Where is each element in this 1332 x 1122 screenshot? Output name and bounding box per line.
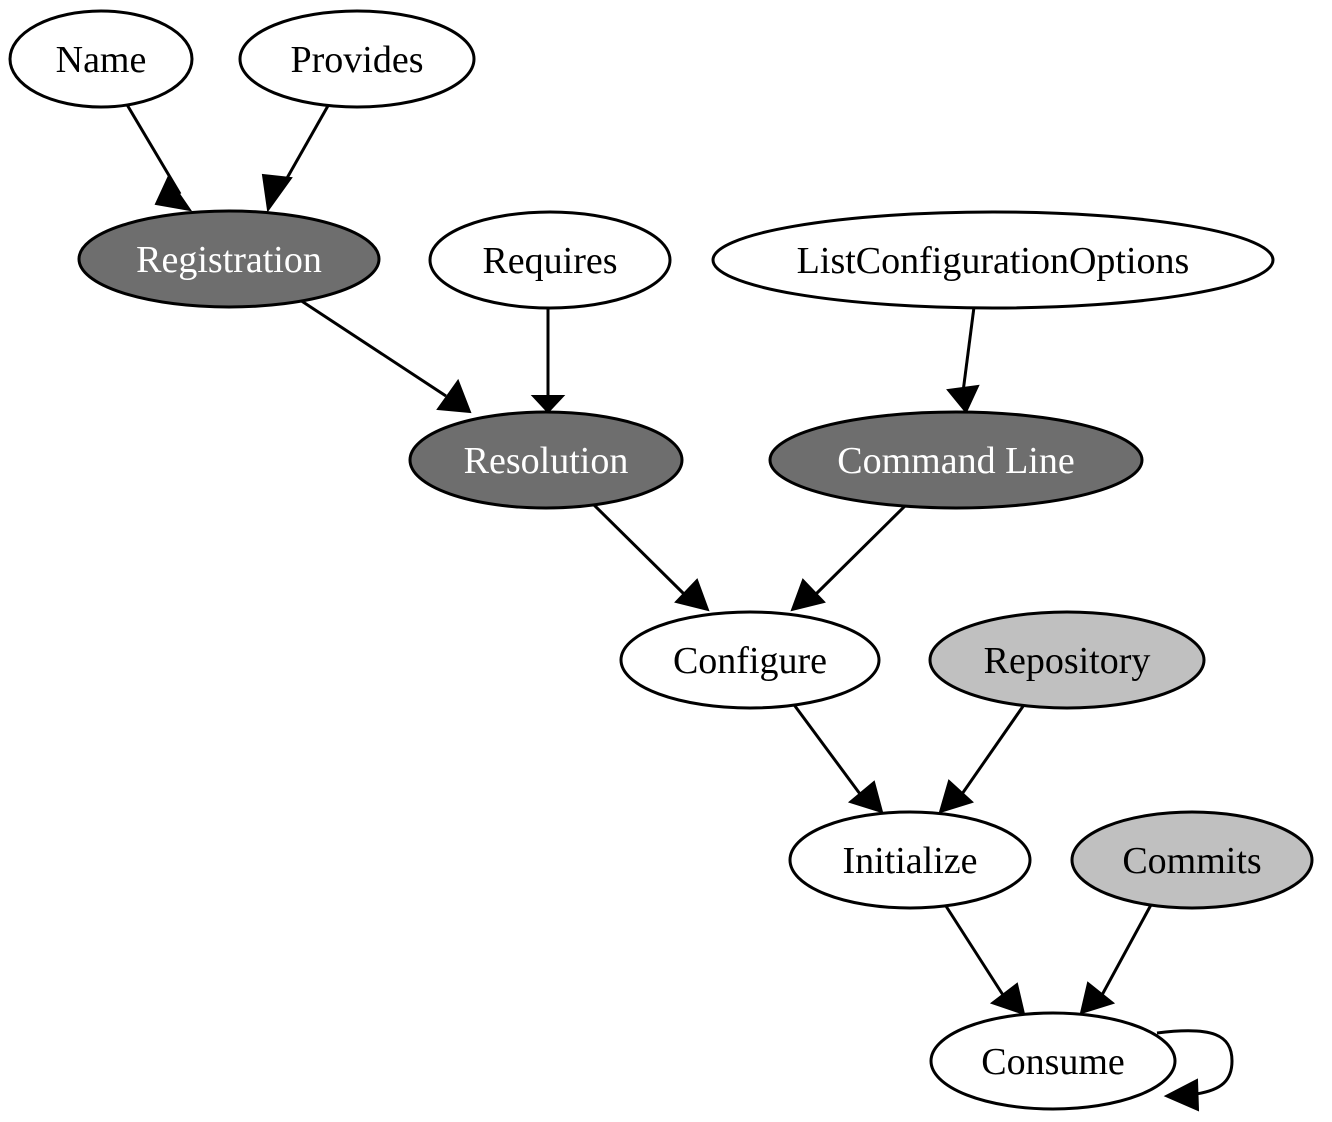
node-shape-ellipse [428,210,672,310]
node-shape-ellipse [619,610,881,710]
edge-commandline-configure[interactable] [790,501,910,612]
node-shape-ellipse [238,9,476,109]
edge-initialize-consume[interactable] [942,902,1026,1016]
edge-line [299,298,447,398]
node-provides[interactable]: Provides [238,9,476,109]
edge-line [1100,902,1154,996]
edge-line [590,501,686,596]
edge-listconfig-commandline[interactable] [946,306,980,414]
edge-line [124,102,182,195]
node-registration[interactable]: Registration [77,209,381,309]
node-shape-ellipse [788,810,1032,910]
arrowhead-icon [530,395,566,414]
node-listconfig[interactable]: ListConfigurationOptions [711,210,1275,310]
edge-commits-consume[interactable] [1079,902,1154,1015]
edge-name-registration[interactable] [124,102,193,212]
arrowhead-icon [847,780,884,814]
edge-consume-consume[interactable] [1156,1029,1234,1112]
node-shape-ellipse [8,9,194,109]
arrowhead-icon [436,378,472,414]
edge-line [942,902,1005,996]
node-commits[interactable]: Commits [1070,810,1314,910]
node-shape-ellipse [77,209,381,309]
node-shape-ellipse [711,210,1275,310]
arrowhead-icon [790,578,826,612]
node-requires[interactable]: Requires [428,210,672,310]
node-configure[interactable]: Configure [619,610,881,710]
edges-layer [124,102,1234,1112]
arrowhead-icon [989,982,1026,1016]
edge-line [1156,1029,1234,1096]
node-initialize[interactable]: Initialize [788,810,1032,910]
node-repository[interactable]: Repository [928,610,1206,710]
arrowhead-icon [154,175,193,212]
arrowhead-icon [1163,1078,1200,1112]
edge-requires-resolution[interactable] [530,308,566,414]
node-resolution[interactable]: Resolution [408,410,684,510]
edge-provides-registration[interactable] [261,103,331,213]
node-name[interactable]: Name [8,9,194,109]
node-commandline[interactable]: Command Line [768,410,1144,510]
node-shape-ellipse [928,610,1206,710]
edge-line [790,701,862,795]
edge-line [961,306,976,393]
arrowhead-icon [674,578,710,612]
node-shape-ellipse [768,410,1144,510]
arrowhead-icon [261,173,293,213]
edge-configure-initialize[interactable] [790,701,884,814]
edge-line [814,501,910,596]
arrowhead-icon [1079,981,1116,1015]
edge-repository-initialize[interactable] [938,701,1028,814]
node-shape-ellipse [408,410,684,510]
arrowhead-icon [938,779,974,814]
edge-registration-resolution[interactable] [299,298,472,414]
edge-resolution-configure[interactable] [590,501,710,612]
node-shape-ellipse [929,1011,1177,1111]
arrowhead-icon [946,384,980,414]
node-shape-ellipse [1070,810,1314,910]
node-consume[interactable]: Consume [929,1011,1177,1111]
edge-line [960,701,1028,795]
